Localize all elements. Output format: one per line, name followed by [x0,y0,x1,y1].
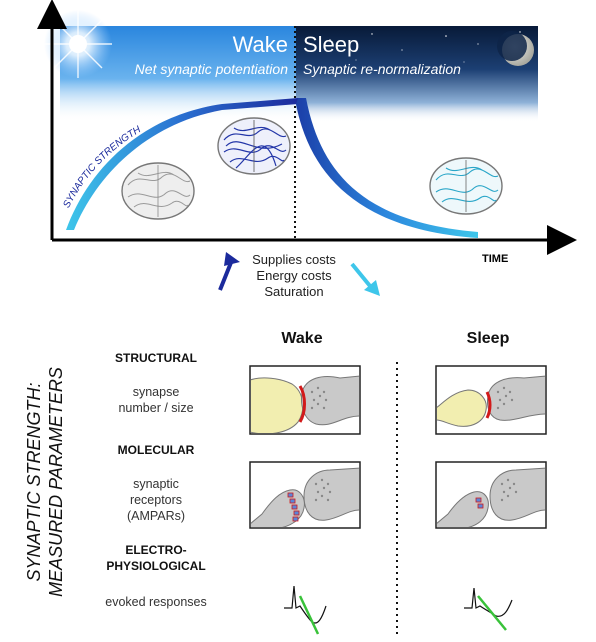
sleep-title: Sleep [303,32,359,57]
arrow-down-icon [350,262,380,296]
synapse-molecular-wake-diagram [249,461,361,529]
brain-high-strength-icon [217,117,291,175]
synapse-structural-sleep-diagram [435,365,547,435]
wake-title: Wake [233,32,288,57]
row-label-structural: STRUCTURAL [115,351,197,365]
sleep-subtitle: Synaptic re-normalization [303,61,461,77]
wake-subtitle: Net synaptic potentiation [135,61,289,77]
arrow-up-icon [218,252,240,291]
row-label-molecular: MOLECULAR [118,443,195,457]
molecular-detail-1: synaptic [133,477,179,491]
brain-low-strength-icon [121,162,195,220]
cost-line-3: Saturation [264,284,323,299]
structural-detail-2: number / size [118,401,193,415]
molecular-detail-3: (AMPARs) [127,509,185,523]
synapse-molecular-sleep-diagram [435,461,547,529]
column-header-sleep: Sleep [467,330,510,347]
cost-line-1: Supplies costs [252,252,336,267]
electro-detail: evoked responses [105,595,206,609]
side-title-line2: MEASURED PARAMETERS [46,367,66,597]
ampar-receptors-sleep-icon [475,497,484,509]
synapse-structural-wake-diagram [249,365,361,435]
evoked-response-sleep-trace [464,587,513,631]
molecular-detail-2: receptors [130,493,182,507]
ampar-receptors-wake-icon [287,492,300,522]
synaptic-strength-decay-curve [296,98,478,238]
row-label-electro-2: PHYSIOLOGICAL [106,559,205,573]
synaptic-strength-rise-curve [66,98,298,230]
sun-icon [44,10,112,78]
graph-axes [37,0,577,255]
column-header-wake: Wake [281,330,322,347]
row-label-electro-1: ELECTRO- [125,543,186,557]
structural-detail-1: synapse [133,385,180,399]
evoked-response-wake-trace [284,585,327,635]
side-title-line1: SYNAPTIC STRENGTH: [24,382,44,581]
moon-icon [497,31,534,66]
cost-line-2: Energy costs [256,268,332,283]
x-axis-label: TIME [482,253,508,265]
brain-renormalized-icon [429,157,503,215]
